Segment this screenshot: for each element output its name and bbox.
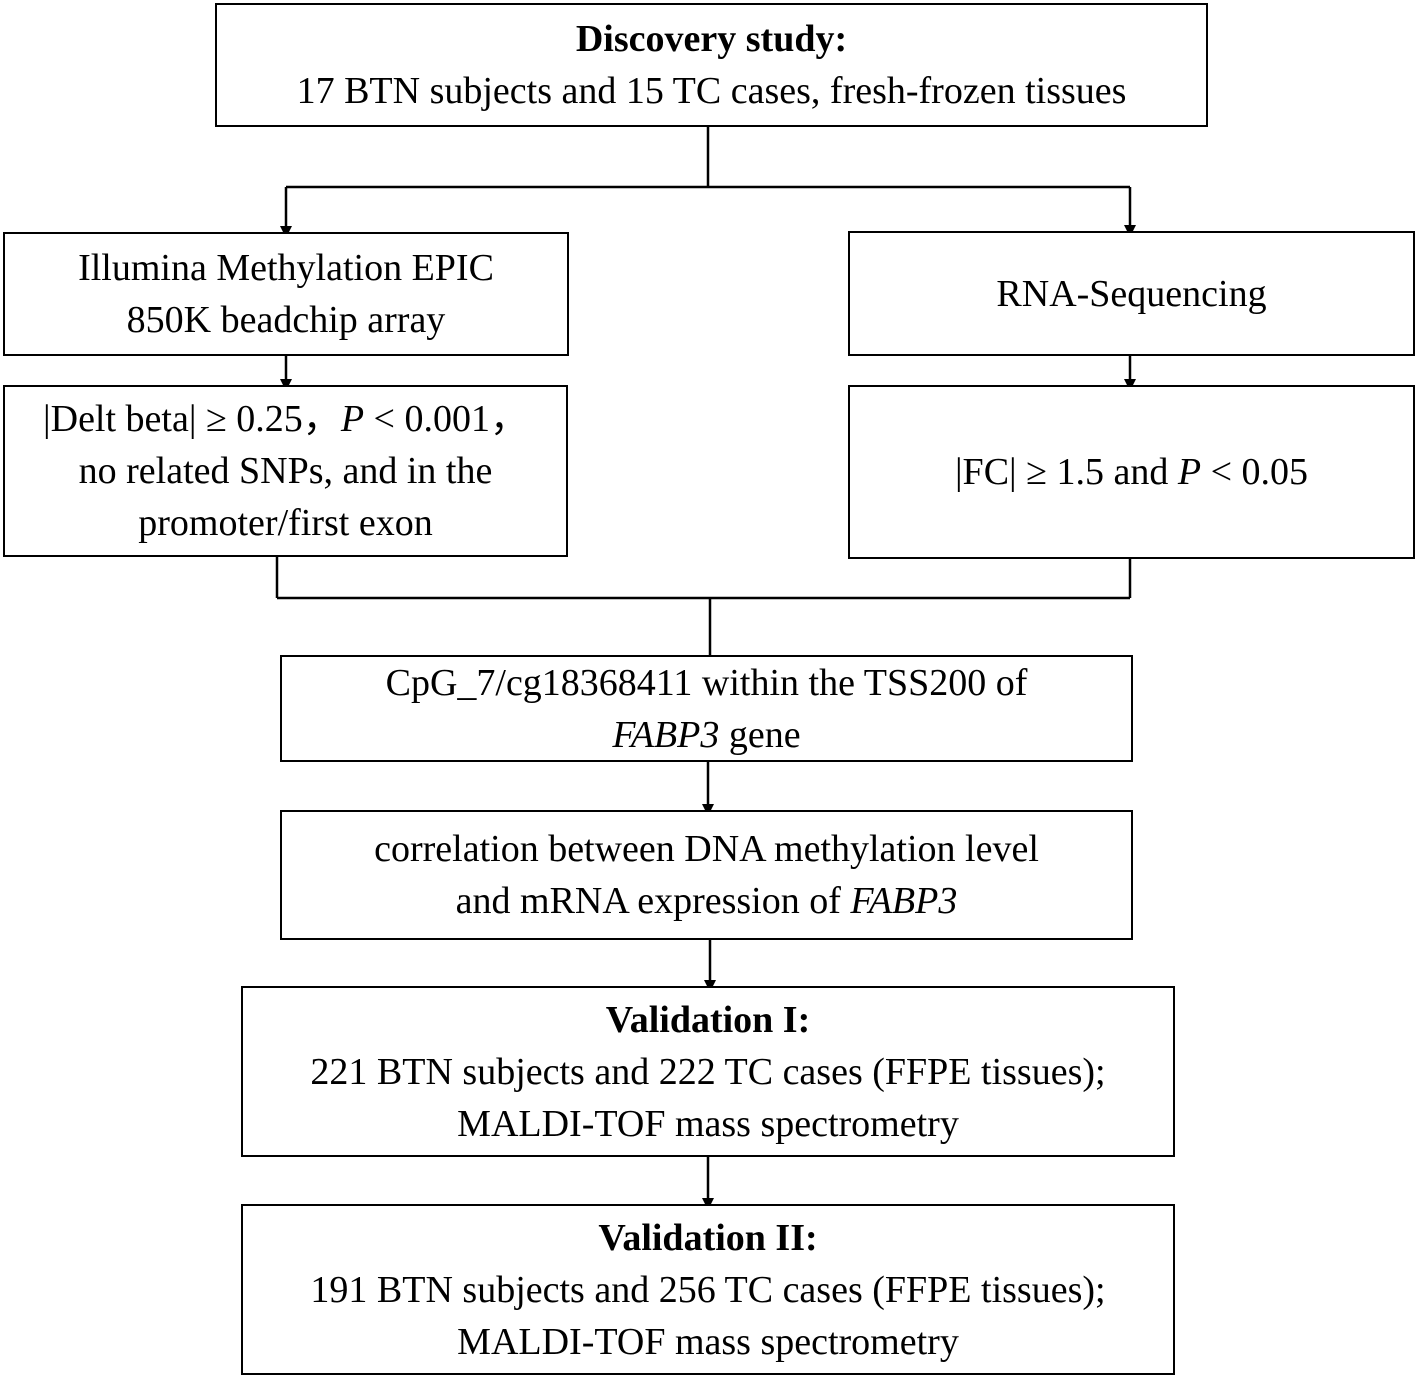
validation1-box: Validation I: 221 BTN subjects and 222 T…	[241, 986, 1175, 1157]
methylation-filter-delta: |Delt beta| ≥ 0.25，	[43, 398, 341, 440]
validation2-title: Validation II:	[598, 1216, 818, 1259]
correlation-gene: FABP3	[850, 880, 958, 922]
validation2-box: Validation II: 191 BTN subjects and 256 …	[241, 1204, 1175, 1375]
methylation-filter-line2: no related SNPs, and in the	[78, 450, 493, 492]
validation2-line2: MALDI-TOF mass spectrometry	[457, 1320, 959, 1363]
discovery-description: 17 BTN subjects and 15 TC cases, fresh-f…	[296, 70, 1127, 112]
validation1-line2: MALDI-TOF mass spectrometry	[457, 1102, 959, 1145]
methylation-filter-threshold: < 0.001，	[364, 398, 528, 440]
validation1-title: Validation I:	[605, 998, 811, 1041]
methylation-filter-line3: promoter/first exon	[138, 502, 433, 544]
discovery-study-box: Discovery study: 17 BTN subjects and 15 …	[215, 3, 1208, 127]
rna-filter-fc: |FC| ≥ 1.5 and	[954, 451, 1178, 493]
validation2-line1: 191 BTN subjects and 256 TC cases (FFPE …	[310, 1268, 1106, 1311]
cpg-site-line1: CpG_7/cg18368411 within the TSS200 of	[385, 661, 1028, 704]
correlation-line2-prefix: and mRNA expression of	[455, 880, 851, 922]
rna-seq-label: RNA-Sequencing	[996, 272, 1267, 315]
rna-filter-line: |FC| ≥ 1.5 and P < 0.05	[955, 446, 1308, 498]
correlation-line1: correlation between DNA methylation leve…	[374, 828, 1039, 870]
methylation-filter-box: |Delt beta| ≥ 0.25，P < 0.001， no related…	[3, 385, 568, 557]
methylation-array-line1: Illumina Methylation EPIC	[78, 247, 494, 289]
cpg-site-gene: FABP3	[612, 713, 720, 756]
cpg-site-box: CpG_7/cg18368411 within the TSS200 of FA…	[280, 655, 1133, 762]
correlation-box: correlation between DNA methylation leve…	[280, 810, 1133, 940]
rna-filter-p: P	[1177, 451, 1202, 493]
cpg-site-line2: FABP3 gene	[612, 709, 800, 761]
rna-seq-box: RNA-Sequencing	[848, 231, 1415, 356]
rna-filter-threshold: < 0.05	[1201, 451, 1309, 493]
methylation-filter-line1: |Delt beta| ≥ 0.25，P < 0.001，	[43, 393, 528, 445]
methylation-array-box: Illumina Methylation EPIC 850K beadchip …	[3, 232, 569, 356]
cpg-site-gene-suffix: gene	[719, 713, 801, 756]
validation1-line1: 221 BTN subjects and 222 TC cases (FFPE …	[310, 1050, 1106, 1093]
methylation-array-line2: 850K beadchip array	[126, 299, 446, 341]
methylation-filter-p: P	[340, 398, 365, 440]
rna-filter-box: |FC| ≥ 1.5 and P < 0.05	[848, 385, 1415, 559]
correlation-line2: and mRNA expression of FABP3	[456, 875, 958, 927]
discovery-title: Discovery study:	[575, 18, 848, 60]
